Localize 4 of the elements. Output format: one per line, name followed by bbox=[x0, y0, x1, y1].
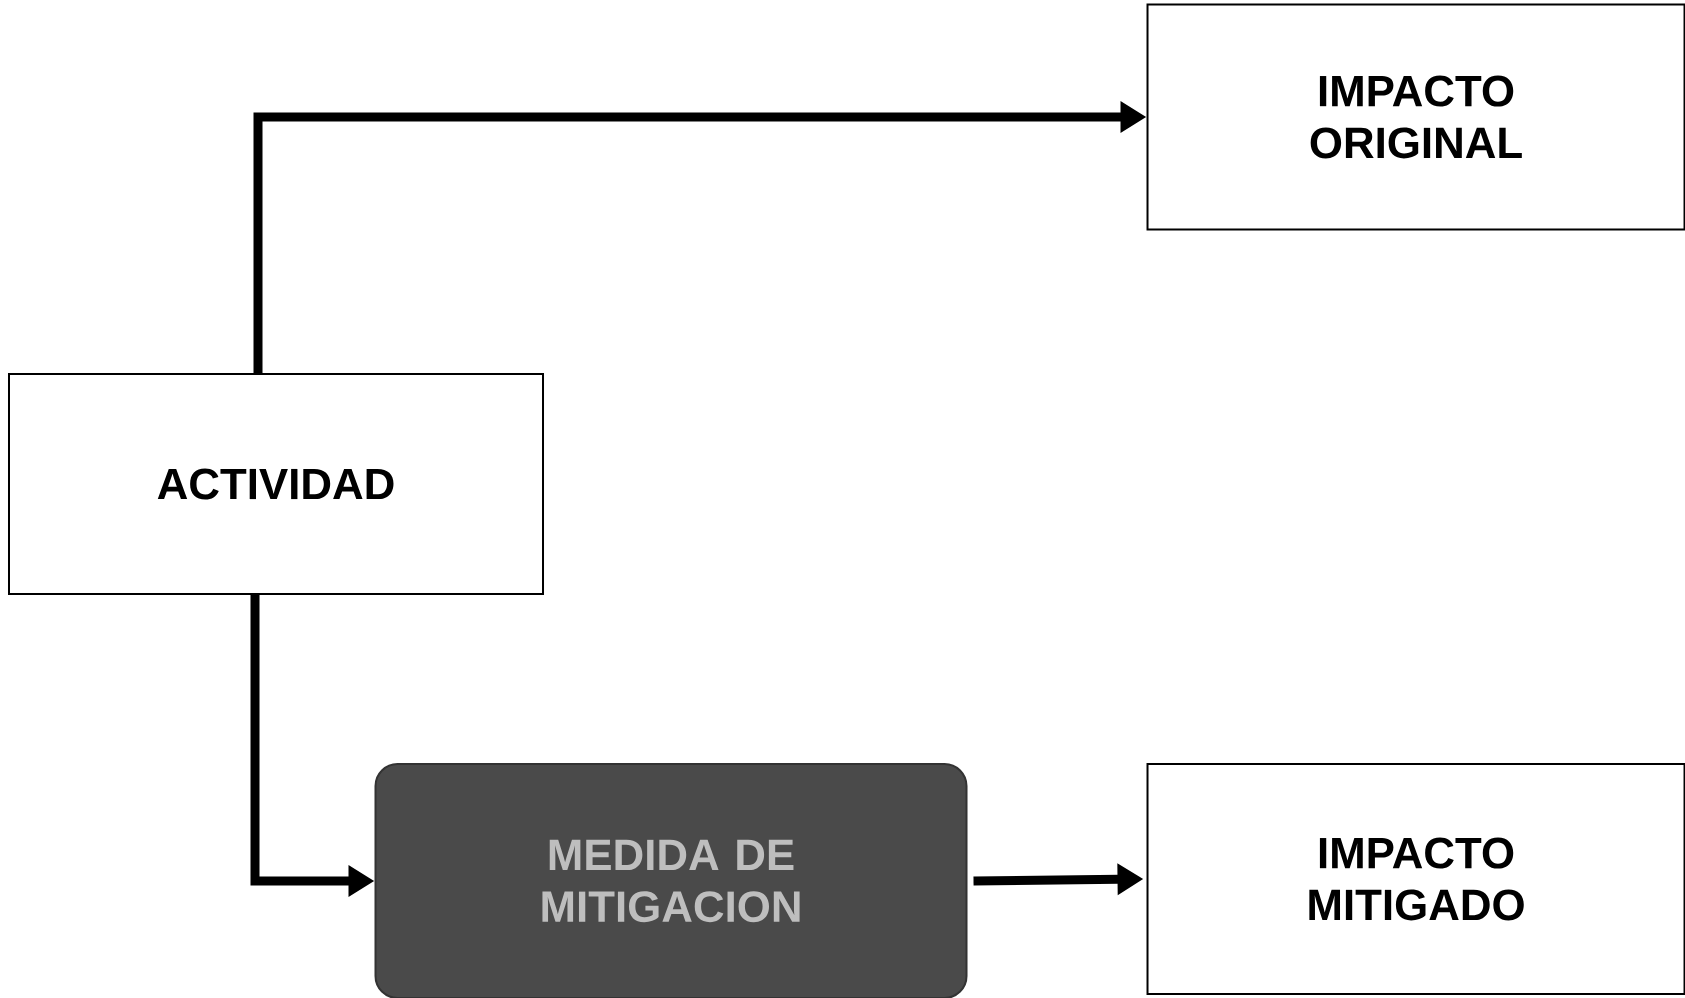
process-box: MEDIDA DE MITIGACION bbox=[374, 763, 968, 998]
process-box: IMPACTO ORIGINAL bbox=[1146, 3, 1685, 231]
process-box: IMPACTO MITIGADO bbox=[1146, 763, 1685, 995]
process-box: ACTIVIDAD bbox=[8, 373, 544, 595]
